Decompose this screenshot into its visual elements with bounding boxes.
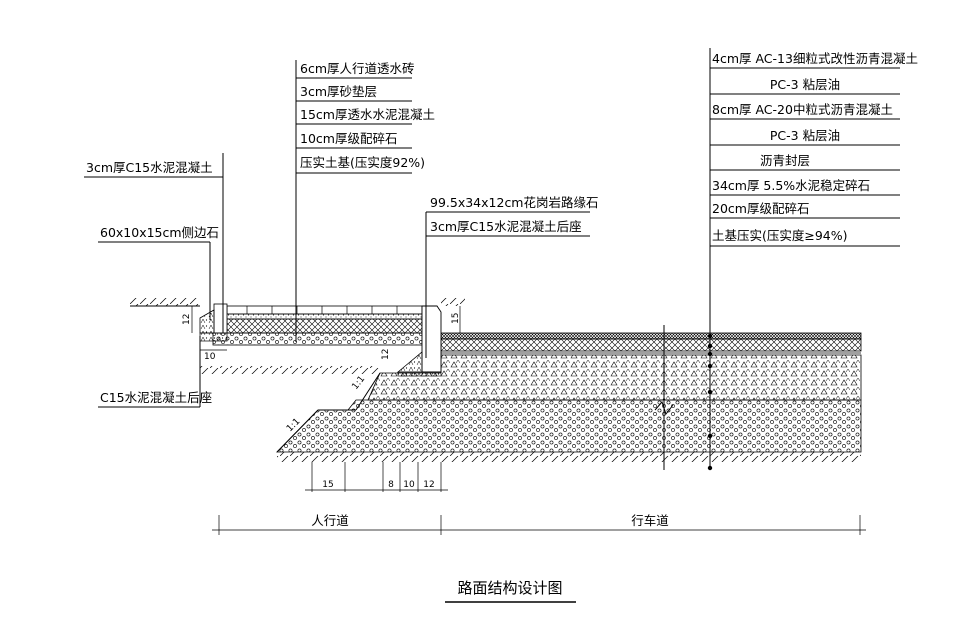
- curb-bed-concrete: [397, 371, 442, 377]
- curb-back-concrete: [396, 351, 423, 373]
- roadway-layer-8: 土基压实(压实度≥94%): [712, 228, 848, 243]
- edge-stone-label: 60x10x15cm侧边石: [100, 225, 219, 240]
- roadway-layer-3: 8cm厚 AC-20中粒式沥青混凝土: [712, 102, 893, 117]
- left-labels: 3cm厚C15水泥混凝土 60x10x15cm侧边石 C15水泥混凝土后座: [86, 160, 219, 405]
- sidewalk-layer-2: 3cm厚砂垫层: [300, 84, 377, 99]
- sidewalk-structure: [199, 303, 423, 346]
- roadway-leader-dots: [707, 333, 713, 471]
- dim-12-left: 12: [182, 314, 192, 325]
- slope-line-lower: [276, 409, 319, 453]
- drawing-title: 路面结构设计图: [457, 579, 562, 597]
- zone-dimension: 人行道 行车道: [212, 513, 866, 535]
- curb-labels: 99.5x34x12cm花岗岩路缘石 3cm厚C15水泥混凝土后座: [430, 195, 599, 234]
- roadway-structure: [276, 325, 862, 470]
- dim-12: 12: [423, 480, 434, 490]
- dim-10-left: 10: [204, 352, 216, 362]
- zone-roadway-label: 行车道: [631, 513, 669, 528]
- roadway-layer-4: PC-3 粘层油: [770, 128, 840, 143]
- roadway-layer-5: 沥青封层: [760, 153, 810, 168]
- sidewalk-layer-1: 6cm厚人行道透水砖: [300, 61, 415, 76]
- permeable-paver-layer: [226, 305, 423, 315]
- roadway-layer-1: 4cm厚 AC-13细粒式改性沥青混凝土: [712, 51, 918, 66]
- curb-stone: [421, 305, 442, 373]
- permeable-concrete-layer: [226, 318, 423, 334]
- sidewalk-layer-3: 15cm厚透水水泥混凝土: [300, 107, 435, 122]
- vertical-dimensions: 12 10 15 12: [182, 306, 461, 362]
- ac13-surface-layer: [440, 332, 862, 340]
- break-symbol: [654, 401, 674, 416]
- roadway-layer-2: PC-3 粘层油: [770, 77, 840, 92]
- bottom-dimensions: 15 8 10 12: [305, 462, 448, 492]
- subgrade-hatch: [277, 452, 861, 462]
- sidewalk-layer-4: 10cm厚级配碎石: [300, 131, 397, 146]
- c15-bed-label: 3cm厚C15水泥混凝土: [86, 160, 213, 175]
- dim-10: 10: [403, 480, 415, 490]
- sand-bed-layer: [226, 313, 423, 320]
- granite-curb: [396, 305, 442, 377]
- subgrade-ground: [130, 298, 861, 462]
- curb-label-c15: 3cm厚C15水泥混凝土后座: [430, 219, 582, 234]
- paver-joints: [246, 306, 398, 314]
- graded-gravel-layer: [276, 399, 862, 453]
- ground-hatch-left: [130, 298, 200, 306]
- slope-label-upper: 1:1: [350, 374, 367, 392]
- edge-stone: [213, 303, 228, 334]
- ac20-middle-layer: [440, 338, 862, 352]
- roadway-layer-6: 34cm厚 5.5%水泥稳定碎石: [712, 178, 870, 193]
- roadway-layer-labels: 4cm厚 AC-13细粒式改性沥青混凝土 PC-3 粘层油 8cm厚 AC-20…: [712, 51, 918, 243]
- zone-sidewalk-label: 人行道: [311, 513, 349, 528]
- cement-stabilized-gravel-layer: [367, 354, 862, 401]
- c15-bed-left: [199, 332, 228, 342]
- slope-line-upper: [355, 372, 381, 411]
- roadway-layer-7: 20cm厚级配碎石: [712, 201, 809, 216]
- c15-back-left: [199, 309, 215, 334]
- dim-15-bottom: 15: [322, 480, 333, 490]
- ground-hatch-sidewalk: [200, 366, 380, 374]
- leader-lines: [84, 48, 900, 471]
- sidewalk-gravel-layer: [212, 332, 423, 346]
- ground-hatch-curb: [441, 298, 465, 306]
- dim-15-curb: 15: [451, 313, 461, 324]
- curb-label-granite: 99.5x34x12cm花岗岩路缘石: [430, 195, 599, 210]
- dim-8: 8: [388, 480, 394, 490]
- sidewalk-layer-5: 压实土基(压实度92%): [300, 155, 425, 170]
- c15-back-label: C15水泥混凝土后座: [100, 390, 212, 405]
- dim-12-curb: 12: [381, 349, 391, 360]
- sidewalk-layer-labels: 6cm厚人行道透水砖 3cm厚砂垫层 15cm厚透水水泥混凝土 10cm厚级配碎…: [300, 61, 435, 170]
